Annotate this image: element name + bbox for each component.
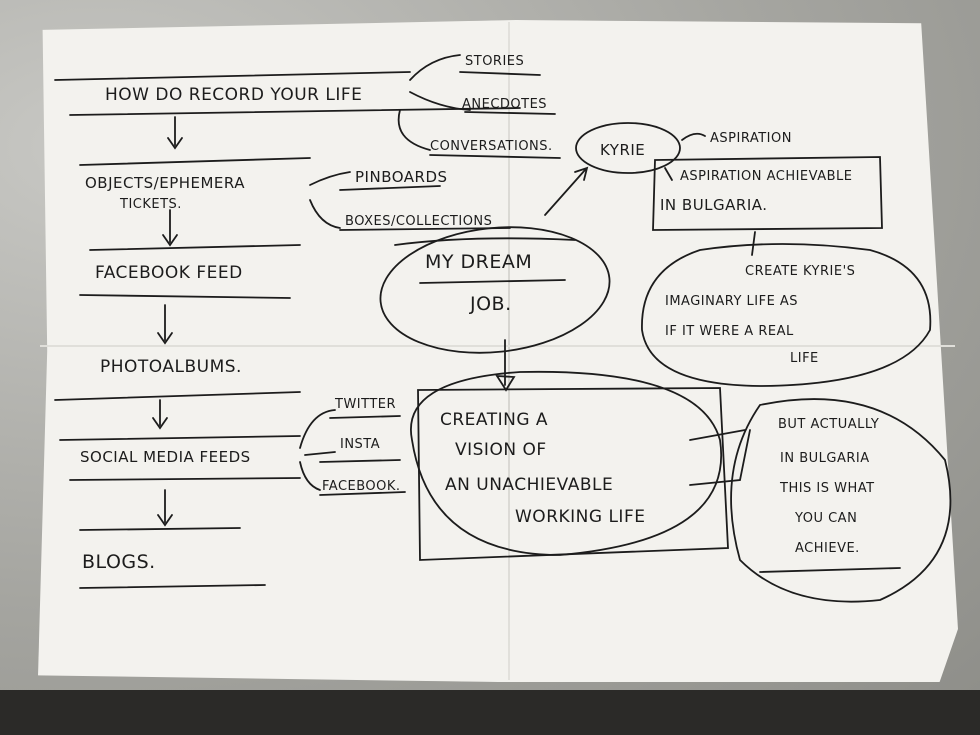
vision-box	[417, 387, 729, 561]
kyrie-label: KYRIE	[600, 141, 645, 159]
paper-fold-horizontal	[40, 345, 955, 347]
chain-tickets: TICKETS.	[119, 197, 182, 212]
paper-sheet	[38, 20, 958, 682]
create-bubble-line-1: CREATE KYRIE'S	[745, 264, 855, 279]
branch-line-insta	[304, 451, 336, 456]
actually-underline	[759, 567, 901, 573]
branch-line-conversations	[397, 109, 431, 151]
pinboards-underline	[339, 185, 441, 191]
branch-twitter: TWITTER	[334, 397, 396, 412]
branch-facebook: FACEBOOK.	[322, 479, 401, 494]
arrow-down-3	[157, 304, 173, 345]
kyrie-ellipse	[575, 122, 681, 174]
actually-line-1: BUT ACTUALLY	[778, 417, 879, 432]
branch-insta: INSTA	[340, 437, 380, 452]
aspiration-box	[652, 156, 883, 231]
arrow-to-actually	[689, 429, 751, 486]
branch-line-pinboards	[309, 171, 351, 186]
arrow-to-vision	[495, 339, 516, 392]
branch-line-stories	[409, 54, 461, 81]
twitter-underline	[329, 415, 401, 419]
dream-job-overline	[394, 237, 576, 246]
objects-overline	[79, 157, 311, 166]
chain-blogs: BLOGS.	[82, 551, 156, 573]
title-overline	[54, 71, 411, 81]
facebook-underline	[79, 294, 291, 299]
actually-line-2: IN BULGARIA	[780, 451, 870, 466]
vision-ellipse	[410, 370, 723, 556]
arrow-down-2	[162, 209, 178, 247]
arrow-down-1	[167, 116, 183, 150]
aspiration-box-line-2: IN BULGARIA.	[660, 196, 768, 214]
facebook-branch-underline	[319, 491, 406, 496]
branch-boxes: BOXES/COLLECTIONS	[345, 214, 492, 229]
actually-bubble	[730, 398, 952, 603]
facebook-overline	[89, 244, 301, 251]
kyrie-to-box	[664, 167, 673, 181]
vision-line-3: AN UNACHIEVABLE	[445, 475, 613, 495]
actually-line-4: YOU CAN	[794, 511, 857, 526]
create-bubble-line-4: LIFE	[790, 351, 819, 366]
social-underline	[69, 477, 301, 481]
blogs-overline	[79, 527, 241, 531]
dream-job-line-2: JOB.	[469, 293, 512, 315]
vision-line-1: CREATING A	[440, 410, 548, 430]
aspiration-label: ASPIRATION	[710, 131, 792, 146]
social-overline	[59, 435, 301, 441]
insta-underline	[319, 459, 401, 463]
chain-objects: OBJECTS/EPHEMERA	[85, 174, 245, 192]
title-underline	[69, 107, 521, 116]
kyrie-to-aspiration	[681, 132, 706, 141]
branch-pinboards: PINBOARDS	[355, 168, 448, 186]
chain-facebook-feed: FACEBOOK FEED	[95, 263, 243, 283]
dream-job-ellipse	[379, 226, 611, 354]
aspiration-box-line-1: ASPIRATION ACHIEVABLE	[680, 169, 852, 184]
arrow-down-4	[152, 399, 168, 430]
branch-line-facebook	[299, 461, 321, 491]
actually-line-5: ACHIEVE.	[795, 541, 860, 556]
anecdotes-underline	[464, 111, 556, 115]
branch-anecdotes: ANECDOTES	[462, 97, 547, 112]
chain-photoalbums: PHOTOALBUMS.	[100, 357, 242, 377]
branch-stories: STORIES	[465, 54, 524, 69]
dream-job-line-1: MY DREAM	[425, 251, 532, 273]
create-bubble	[641, 243, 932, 387]
branch-line-boxes	[309, 199, 341, 229]
chain-social-media: SOCIAL MEDIA FEEDS	[80, 448, 251, 466]
conversations-underline	[429, 154, 561, 159]
create-bubble-line-3: IF IT WERE A REAL	[665, 324, 794, 339]
photoalbums-underline	[54, 391, 301, 401]
arrow-down-5	[157, 489, 173, 527]
branch-line-twitter	[299, 409, 336, 449]
arrow-to-kyrie	[544, 166, 589, 216]
floor-strip	[0, 690, 980, 735]
actually-line-3: THIS IS WHAT	[779, 481, 875, 496]
box-to-bubble-line	[751, 231, 756, 256]
branch-conversations: CONVERSATIONS.	[430, 139, 553, 154]
title-text: HOW DO RECORD YOUR LIFE	[105, 85, 362, 105]
branch-line-anecdotes	[409, 91, 471, 111]
create-bubble-line-2: IMAGINARY LIFE AS	[665, 294, 798, 309]
dream-job-midline	[419, 279, 566, 284]
stories-underline	[459, 71, 541, 76]
vision-line-2: VISION OF	[455, 440, 547, 460]
vision-line-4: WORKING LIFE	[515, 507, 645, 527]
blogs-underline	[79, 584, 266, 589]
